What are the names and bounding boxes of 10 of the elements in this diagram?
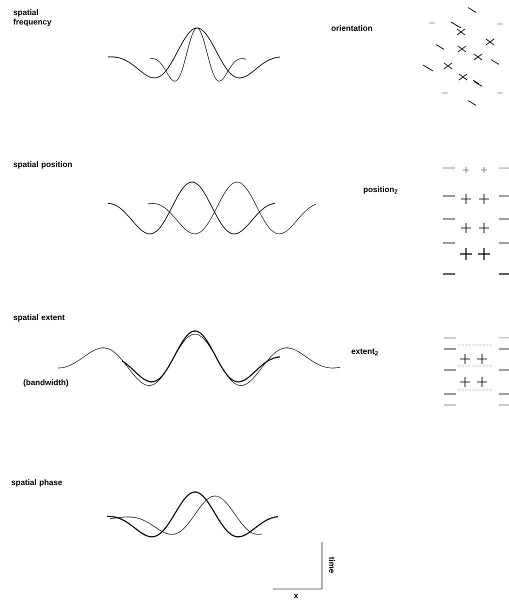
- text-label: (bandwidth): [24, 379, 68, 387]
- text-label: x: [294, 594, 298, 598]
- text-label: extent$_{2}$: [352, 348, 378, 356]
- text-label: spatial frequency: [13, 9, 52, 26]
- text-label: orientation: [332, 25, 372, 31]
- text-label: time: [329, 556, 335, 573]
- text-label: spatial extent: [13, 314, 65, 322]
- text-label: spatial position: [13, 161, 72, 169]
- text-label: spatial phase: [11, 479, 62, 487]
- text-label: position$_{2}$: [364, 186, 398, 194]
